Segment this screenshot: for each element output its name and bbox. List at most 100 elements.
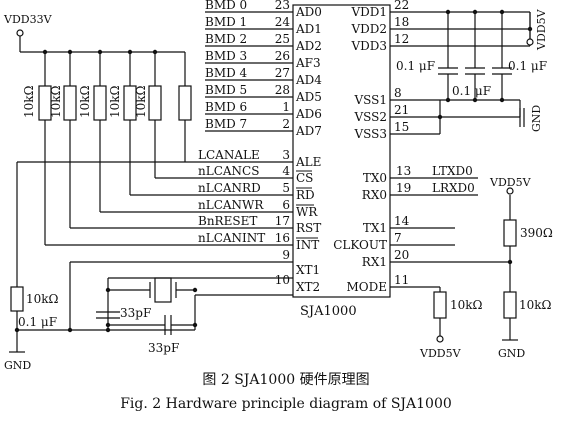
chip-name: SJA1000 <box>300 304 357 319</box>
pin-label-rst: RST <box>296 221 321 235</box>
pin-num-int: 16 <box>275 231 290 245</box>
pin-num-ale: 3 <box>282 148 290 162</box>
net-bnreset: BnRESET <box>198 214 257 228</box>
pin-num-rx0: 19 <box>396 181 411 195</box>
net-nlcancs: nLCANCS <box>198 164 259 178</box>
sja1000-chip-body <box>292 4 391 298</box>
pin-label-ad4: AD4 <box>295 73 322 87</box>
pin-num-9: 9 <box>282 248 290 262</box>
net-bmd4: BMD 4 <box>205 66 248 80</box>
pin-label-ad6: AD6 <box>295 107 322 121</box>
left-10k-resistor <box>10 286 24 312</box>
pin-label-vdd2: VDD2 <box>350 22 387 36</box>
pin-label-tx1: TX1 <box>363 221 387 235</box>
pin-num-vss1: 8 <box>394 86 402 100</box>
net-lrxd0: LRXD0 <box>432 181 475 195</box>
pin-label-ad7: AD7 <box>295 124 322 138</box>
pin-num-ad2: 25 <box>275 32 290 46</box>
figure-caption-cn: 图 2 SJA1000 硬件原理图 <box>202 372 370 388</box>
pin-label-vss3: VSS3 <box>353 127 387 141</box>
pin-label-vdd3: VDD3 <box>350 39 387 53</box>
pin-label-xt2: XT2 <box>296 280 320 294</box>
pin-num-clkout: 7 <box>394 231 402 245</box>
vdd5-terminal-bottom <box>436 335 444 343</box>
cxt-top-value: 33pF <box>120 306 151 320</box>
cap-value-3: 0.1 μF <box>508 59 547 73</box>
pin-label-mode: MODE <box>346 280 387 294</box>
figure-caption-en: Fig. 2 Hardware principle diagram of SJA… <box>120 396 452 412</box>
pin-label-vss2: VSS2 <box>353 110 387 124</box>
net-bmd2: BMD 2 <box>205 32 247 46</box>
pullup-resistor-6 <box>178 85 192 121</box>
pin-label-ale: ALE <box>295 155 321 169</box>
pin-label-int: INT <box>296 238 319 252</box>
net-lcanale: LCANALE <box>198 148 260 162</box>
net-bmd0: BMD 0 <box>205 0 247 12</box>
net-bmd6: BMD 6 <box>205 100 247 114</box>
pullup-value-2: 10kΩ <box>49 85 63 118</box>
pin-num-ad7: 2 <box>282 117 290 131</box>
gnd-label-bottom: GND <box>498 347 525 360</box>
pin-num-vdd1: 22 <box>394 0 409 12</box>
pullup-value-3: 10kΩ <box>78 85 92 118</box>
pin-num-rx1: 20 <box>394 248 409 262</box>
vdd5-label-right: VDD5V <box>489 176 532 189</box>
net-bmd5: BMD 5 <box>205 83 247 97</box>
vdd33-label: VDD33V <box>3 13 53 26</box>
cap-value-2: 0.1 μF <box>452 84 491 98</box>
pin-num-tx0: 13 <box>396 164 411 178</box>
pullup-value-4: 10kΩ <box>108 85 122 118</box>
pin-label-ad1: AD1 <box>295 22 322 36</box>
pin-label-cs: CS <box>296 171 313 185</box>
pin-num-ad5: 28 <box>275 83 290 97</box>
pin-label-wr: WR <box>296 205 318 219</box>
resistor-mode-10k <box>433 291 447 319</box>
r390-value: 390Ω <box>520 226 553 240</box>
crystal-oscillator <box>154 277 172 303</box>
pin-num-vss3: 15 <box>394 120 409 134</box>
net-nlcanrd: nLCANRD <box>198 181 261 195</box>
gnd-label-left: GND <box>4 359 31 372</box>
pullup-resistor-2 <box>63 85 77 121</box>
cap-value-1: 0.1 μF <box>396 59 435 73</box>
gnd-label-right: GND <box>530 105 543 132</box>
pin-label-ad5: AD5 <box>295 90 322 104</box>
pullup-resistor-4 <box>123 85 137 121</box>
pin-label-ad2: AD2 <box>295 39 322 53</box>
vdd5-label-bottom: VDD5V <box>419 347 462 360</box>
vdd33-terminal <box>16 29 24 37</box>
pin-label-xt1: XT1 <box>296 263 320 277</box>
pin-label-rd: RD <box>296 188 315 202</box>
pin-num-vdd3: 12 <box>394 32 409 46</box>
net-nlcanint: nLCANINT <box>198 231 265 245</box>
pin-num-mode: 11 <box>394 273 409 287</box>
pin-label-vdd1: VDD1 <box>350 5 387 19</box>
net-nlcanwr: nLCANWR <box>198 198 264 212</box>
pullup-resistor-3 <box>93 85 107 121</box>
pin-num-af3: 26 <box>275 49 290 63</box>
pin-num-wr: 6 <box>282 198 290 212</box>
pullup-value-5: 10kΩ <box>134 85 148 118</box>
net-bmd1: BMD 1 <box>205 15 247 29</box>
net-bmd3: BMD 3 <box>205 49 247 63</box>
pin-label-vss1: VSS1 <box>353 93 387 107</box>
pin-label-ad0: AD0 <box>295 5 322 19</box>
pin-label-tx0: TX0 <box>363 171 387 185</box>
pin-label-af3: AF3 <box>295 56 321 70</box>
pin-num-ad4: 27 <box>275 66 290 80</box>
pullup-value-1: 10kΩ <box>22 85 36 118</box>
resistor-rx1-10k <box>503 291 517 319</box>
pin-num-xt1: 10 <box>275 273 290 287</box>
vdd5-label-top: VDD5V <box>535 8 548 51</box>
pin-num-ad1: 24 <box>275 15 291 29</box>
pullup-resistor-1 <box>38 85 52 121</box>
rleft-value: 10kΩ <box>26 292 59 306</box>
pin-num-tx1: 14 <box>394 214 410 228</box>
pin-num-ad6: 1 <box>282 100 290 114</box>
vdd5-terminal-top <box>526 38 534 46</box>
resistor-390 <box>503 219 517 247</box>
vdd5-terminal-right <box>506 187 514 195</box>
pin-label-rx0: RX0 <box>362 188 387 202</box>
